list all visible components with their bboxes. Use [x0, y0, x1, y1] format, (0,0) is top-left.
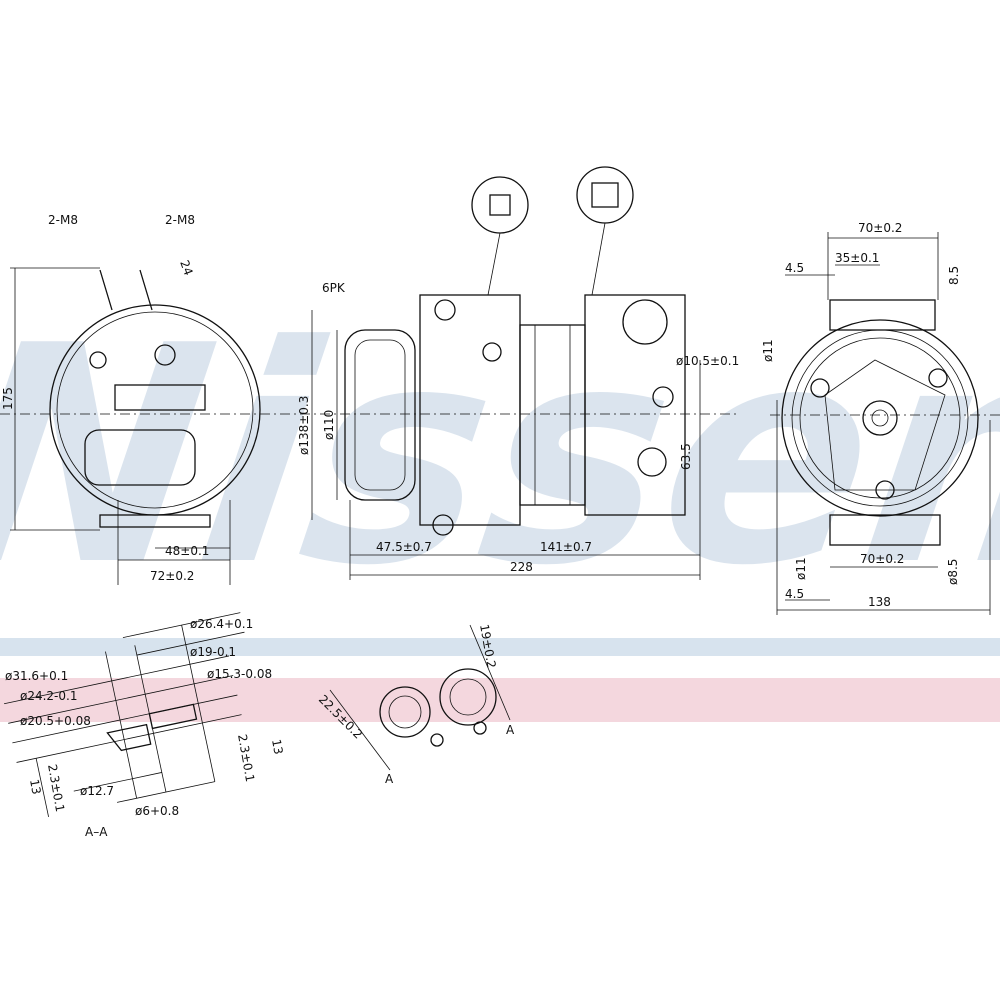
label-47-5: 47.5±0.7: [376, 540, 432, 554]
label-top-35: 35±0.1: [835, 251, 879, 265]
side-view-center: [300, 166, 740, 580]
label-d19: ø19-0.1: [190, 645, 236, 659]
label-bottom-4-5: 4.5: [785, 587, 804, 601]
label-hole-dia: ø10.5±0.1: [676, 354, 739, 368]
label-2-3-left: 2.3±0.1: [45, 763, 67, 813]
label-d31: ø31.6+0.1: [5, 669, 68, 683]
label-bottom-70: 70±0.2: [860, 552, 904, 566]
label-6pk: 6PK: [322, 281, 346, 295]
label-bottom-dia-11: ø11: [794, 557, 808, 580]
label-pulley-dia: ø138±0.3: [297, 396, 311, 455]
label-top-dia-11: ø11: [761, 339, 775, 362]
label-2-m8-a: 2-M8: [48, 213, 78, 227]
label-d20: ø20.5+0.08: [20, 714, 91, 728]
label-top-70: 70±0.2: [858, 221, 902, 235]
label-72: 72±0.2: [150, 569, 194, 583]
label-d24: ø24.2-0.1: [20, 689, 77, 703]
label-2-m8-b: 2-M8: [165, 213, 195, 227]
label-d26: ø26.4+0.1: [190, 617, 253, 631]
label-angle-24: 24: [177, 258, 195, 277]
label-48: 48±0.1: [165, 544, 209, 558]
label-2-3-right: 2.3±0.1: [235, 733, 257, 783]
section-a-a: [4, 612, 245, 818]
watermark-logo: Nissens: [0, 282, 1000, 631]
section-title-a-a: A–A: [85, 825, 108, 839]
label-141: 141±0.7: [540, 540, 592, 554]
label-13-right: 13: [269, 738, 285, 755]
cut-label-a-1: A: [385, 772, 394, 786]
label-width-138: 138: [868, 595, 891, 609]
cut-label-a-2: A: [506, 723, 515, 737]
pink-stripe: [0, 678, 1000, 722]
label-port-height: 63.5: [679, 443, 693, 470]
rear-view-right: [770, 232, 1000, 615]
port-detail: [329, 624, 511, 771]
label-top-8-5: 8.5: [947, 266, 961, 285]
front-view-left: [0, 267, 300, 585]
blue-stripe: [0, 638, 1000, 656]
label-height-175: 175: [1, 387, 15, 410]
label-d15: ø15.3-0.08: [207, 667, 272, 681]
label-bottom-dia-8-5: ø8.5: [946, 559, 960, 585]
label-d6: ø6+0.8: [135, 804, 179, 818]
label-d12-7: ø12.7: [80, 784, 114, 798]
label-inner-dia: ø110: [322, 410, 336, 440]
label-top-4-5: 4.5: [785, 261, 804, 275]
label-13-left: 13: [27, 778, 43, 795]
label-228: 228: [510, 560, 533, 574]
